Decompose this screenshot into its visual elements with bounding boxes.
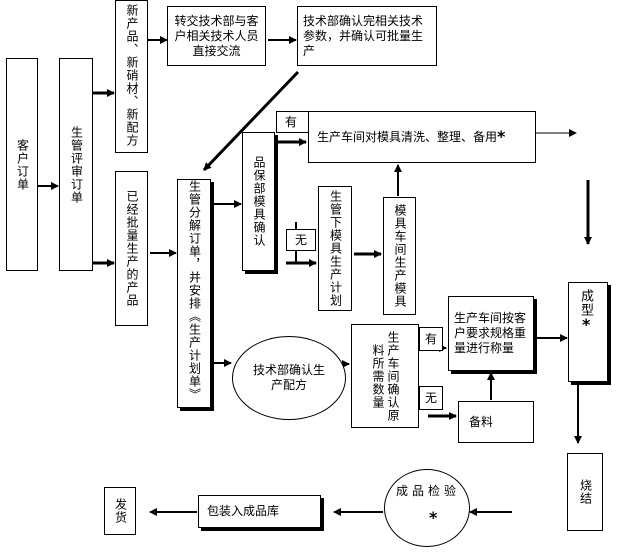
customer-order-box: 客户订单 bbox=[6, 58, 38, 271]
warehouse-text: 包装入成品库 bbox=[207, 504, 280, 518]
molding-star: * bbox=[582, 315, 591, 334]
existing-product-box: 已经批量生产的产品 bbox=[115, 171, 148, 326]
production-plan-box: 生管分解订单，并安排《生产计划单》 bbox=[177, 179, 211, 408]
production-plan-text: 生管分解订单，并安排《生产计划单》 bbox=[187, 180, 202, 401]
mold-workshop-text: 模具车间生产模具 bbox=[393, 204, 407, 308]
tech-exchange-text: 转交技术部与客户相关技术人员直接交流 bbox=[174, 13, 259, 58]
tech-formula-circle: 技术部确认生产配方 bbox=[232, 336, 346, 420]
inspection-star: * bbox=[429, 508, 438, 527]
tech-confirm-box: 技术部确认完相关技术参数，并确认可批量生产 bbox=[297, 6, 437, 66]
mold-yes-box: 有 bbox=[276, 111, 308, 133]
quality-mold-box: 品保部模具确认 bbox=[242, 132, 275, 271]
mold-prep-text: 生产车间对模具清洗、整理、备用 bbox=[317, 129, 498, 144]
mold-no-box: 无 bbox=[286, 229, 316, 251]
weigh-box: 生产车间按客户要求规格重量进行称量 bbox=[448, 296, 534, 371]
weigh-text: 生产车间按客户要求规格重量进行称量 bbox=[454, 311, 527, 355]
arrow-confirm-to-plan bbox=[202, 70, 300, 172]
inspection-circle: 成品检验 * bbox=[384, 469, 470, 547]
production-review-text: 生管评审订单 bbox=[69, 125, 84, 204]
new-product-text: 新产品、新硝材、新配方 bbox=[125, 4, 139, 147]
shipping-text: 发货 bbox=[113, 498, 128, 524]
mold-workshop-box: 模具车间生产模具 bbox=[383, 197, 416, 315]
material-confirm-text: 生产车间确认原料所需数量 bbox=[371, 330, 400, 422]
mold-yes-label: 有 bbox=[285, 115, 298, 129]
sintering-box: 烧结 bbox=[567, 453, 603, 531]
mold-plan-text: 生管下模具生产计划 bbox=[328, 190, 343, 307]
molding-box: 成型 * bbox=[568, 282, 608, 382]
molding-text: 成型 bbox=[578, 289, 593, 317]
material-no-box: 无 bbox=[419, 386, 443, 410]
material-yes-box: 有 bbox=[419, 327, 443, 351]
mold-plan-box: 生管下模具生产计划 bbox=[318, 186, 352, 311]
existing-product-text: 已经批量生产的产品 bbox=[125, 190, 139, 307]
prepare-material-text: 备料 bbox=[469, 414, 494, 429]
material-confirm-box: 生产车间确认原料所需数量 bbox=[351, 324, 419, 428]
customer-order-text: 客户订单 bbox=[15, 138, 30, 191]
inspection-text: 成品检验 bbox=[395, 484, 460, 498]
prepare-material-box: 备料 bbox=[458, 401, 534, 443]
mold-no-label: 无 bbox=[294, 232, 307, 247]
shipping-box: 发货 bbox=[104, 487, 136, 535]
new-product-box: 新产品、新硝材、新配方 bbox=[115, 0, 148, 153]
mold-prep-star: * bbox=[497, 127, 506, 146]
mold-prep-box: 生产车间对模具清洗、整理、备用* bbox=[308, 111, 536, 163]
material-no-label: 无 bbox=[424, 390, 437, 405]
production-review-box: 生管评审订单 bbox=[59, 58, 93, 271]
tech-confirm-text: 技术部确认完相关技术参数，并确认可批量生产 bbox=[303, 13, 424, 58]
tech-exchange-box: 转交技术部与客户相关技术人员直接交流 bbox=[167, 6, 266, 66]
tech-formula-text: 技术部确认生产配方 bbox=[252, 363, 325, 392]
material-yes-label: 有 bbox=[424, 331, 437, 346]
sintering-text: 烧结 bbox=[578, 479, 593, 505]
quality-mold-text: 品保部模具确认 bbox=[252, 156, 266, 247]
warehouse-box: 包装入成品库 bbox=[198, 495, 321, 528]
